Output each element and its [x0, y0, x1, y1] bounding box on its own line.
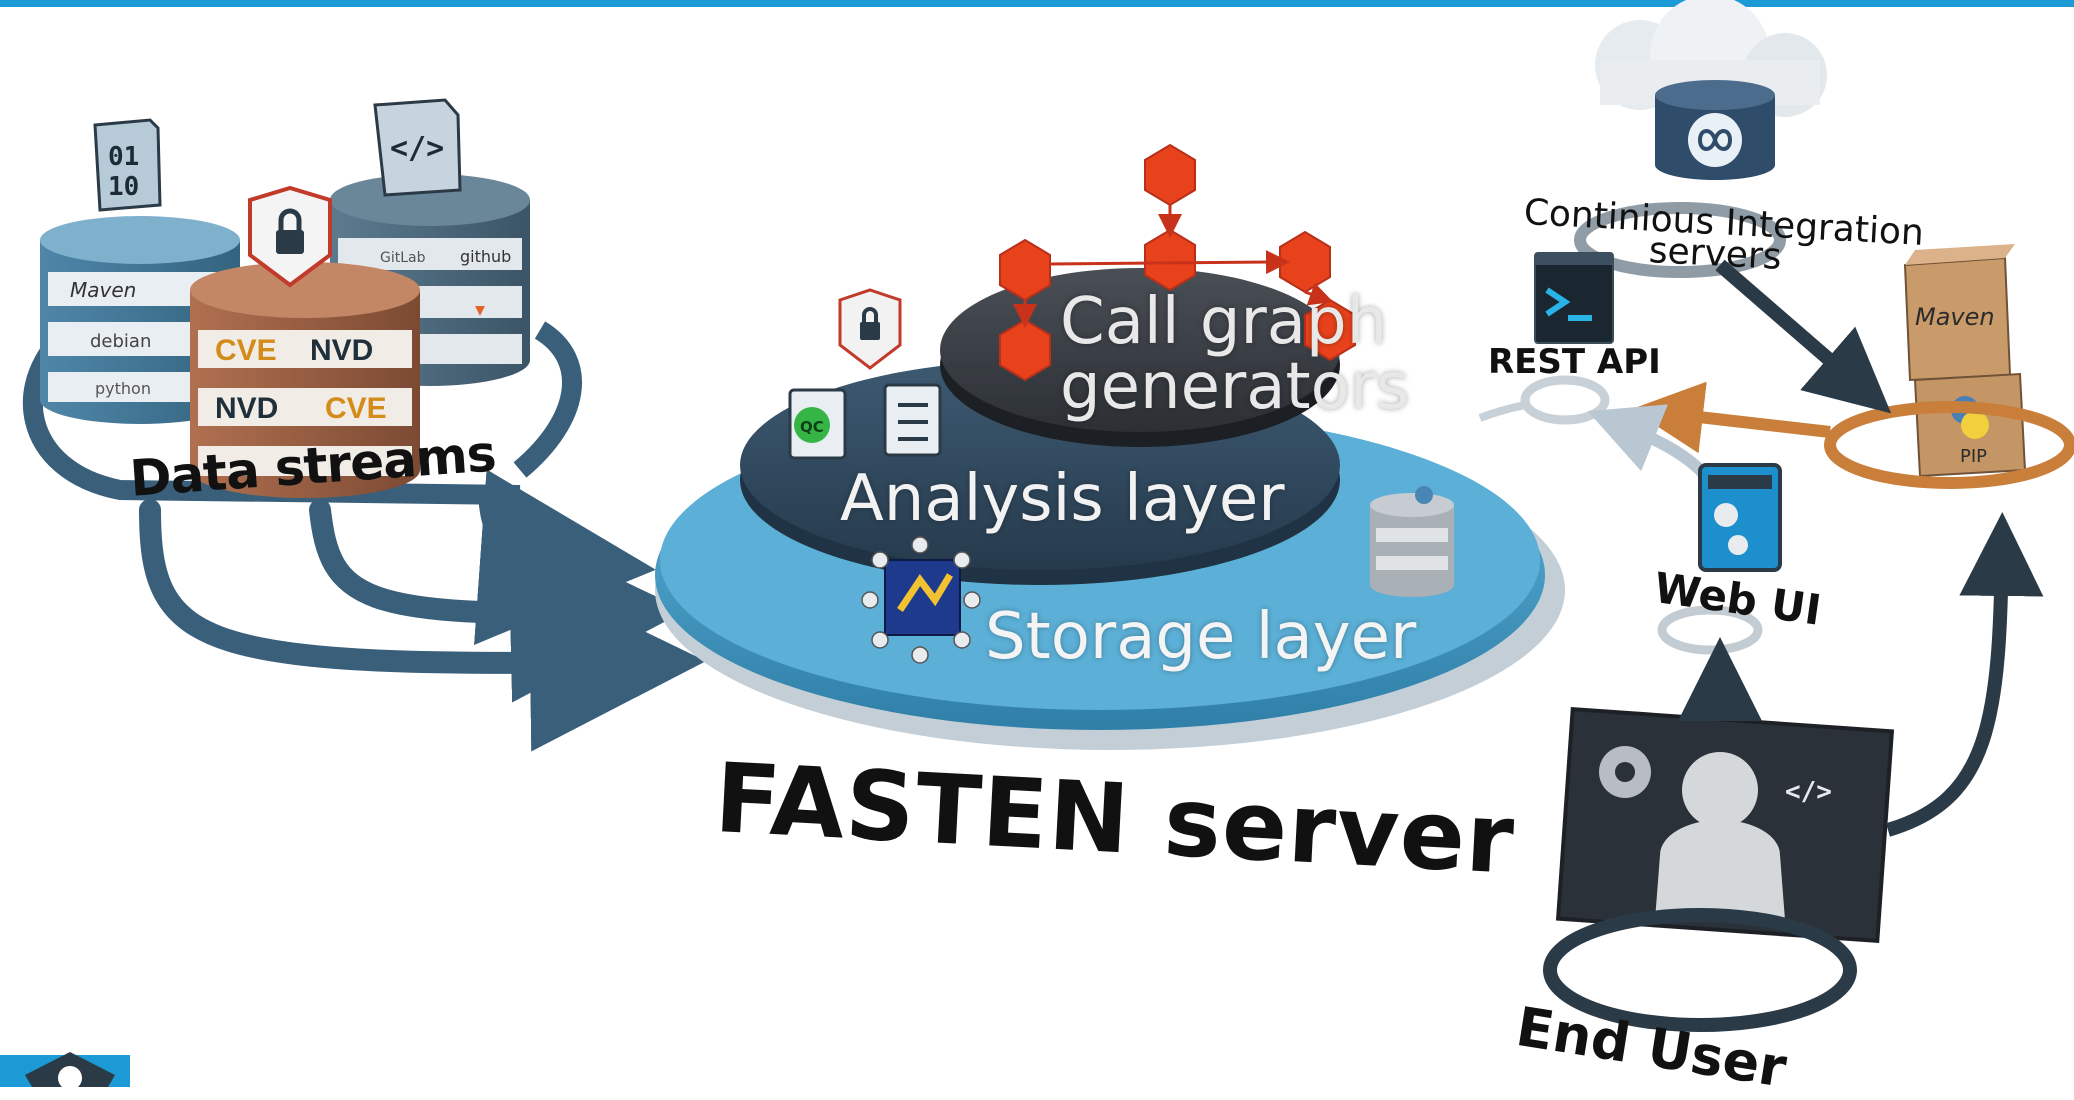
qc-text: QC — [800, 418, 824, 436]
call-graph-edges — [1013, 205, 1334, 328]
graph-database-icon — [861, 536, 981, 664]
maven-box-text: Maven — [1915, 303, 1995, 331]
user-avatar-icon — [1655, 752, 1785, 920]
nvd-text-2: NVD — [215, 392, 278, 425]
analysis-lock-shield-icon — [838, 288, 902, 370]
cg-node — [1144, 143, 1196, 207]
web-ui-icon — [1698, 463, 1782, 572]
github-text: github — [460, 247, 511, 266]
top-bar — [0, 0, 2074, 7]
ci-ring — [1574, 202, 1786, 278]
maven-text: Maven — [70, 278, 136, 302]
end-user-ring — [1543, 908, 1857, 1032]
ci-label-line2: servers — [1647, 230, 1783, 278]
fasten-logo — [0, 1052, 130, 1090]
debian-text: debian — [90, 331, 151, 352]
settings-gear-icon — [1599, 746, 1651, 798]
sql-database-icon — [1370, 486, 1454, 597]
call-graph-nodes — [999, 143, 1356, 382]
storage-layer-label: Storage layer — [985, 600, 1417, 674]
cve-text-1: CVE — [215, 334, 277, 367]
maven-box-icon: Maven — [1903, 244, 2015, 382]
package-manager-ring — [1824, 401, 2074, 489]
rest-api-ring — [1520, 375, 1610, 425]
ci-to-package-arrow — [1715, 259, 1892, 414]
pip-text: PIP — [1960, 446, 1987, 467]
rest-to-server-link — [1478, 401, 1526, 422]
cg-node — [1304, 298, 1356, 362]
binary-file-icon: 01 10 — [93, 118, 162, 212]
call-graph-label-line1: Call graph — [1060, 285, 1388, 359]
security-shield-icon — [248, 185, 332, 288]
nvd-text-1: NVD — [310, 334, 373, 367]
end-user-monitor: </> — [1555, 706, 1895, 944]
call-graph-label-line2: generators — [1060, 350, 1410, 424]
call-graph-platform — [940, 268, 1340, 447]
pip-box-icon: PIP — [1913, 372, 2027, 478]
quality-check-icon: QC — [788, 388, 847, 460]
binary-text-1: 01 — [108, 142, 139, 172]
terminal-icon — [1534, 252, 1614, 344]
analysis-layer-label: Analysis layer — [840, 462, 1285, 536]
code-text: </> — [390, 131, 444, 166]
binary-text-2: 10 — [108, 172, 139, 202]
data-stream-arrows — [139, 469, 706, 752]
gitlab-icon — [470, 296, 490, 316]
cve-text-2: CVE — [325, 392, 387, 425]
gitlab-text: GitLab — [380, 250, 426, 266]
user-to-package-arrow — [1886, 512, 2044, 837]
vulnerability-db: CVE NVD NVD CVE — [190, 262, 420, 498]
monitor-code-text: </> — [1785, 777, 1832, 807]
ci-cloud-icon — [1595, 0, 1827, 180]
code-file-icon: </> — [373, 98, 462, 197]
infinity-icon — [1688, 113, 1742, 167]
cg-node — [1144, 228, 1196, 292]
python-text: python — [95, 379, 151, 398]
package-to-rest-arrow — [1631, 381, 1831, 454]
rest-api-label: REST API — [1488, 342, 1661, 382]
cg-node — [999, 318, 1051, 382]
cg-node — [1279, 230, 1331, 294]
checklist-icon — [883, 383, 942, 457]
